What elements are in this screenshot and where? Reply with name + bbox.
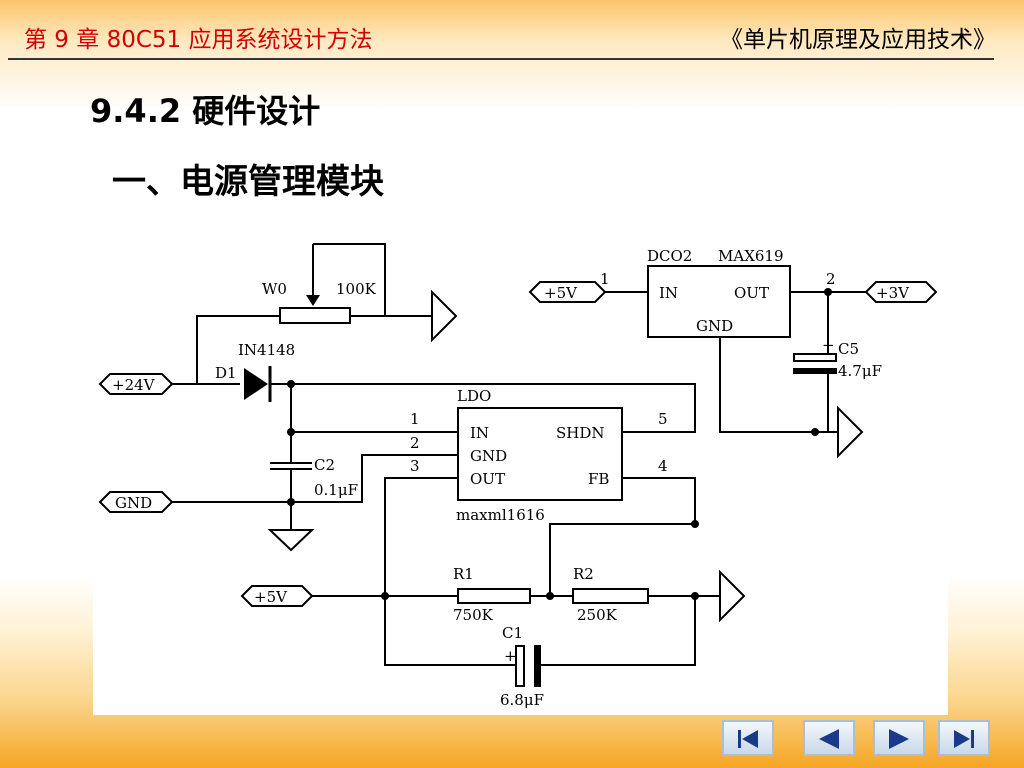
last-icon (954, 730, 974, 748)
previous-slide-button[interactable] (803, 720, 855, 756)
ground-symbols (267, 289, 864, 623)
ldo-pin-shdn: SHDN (556, 424, 605, 442)
label-c1-value: 6.8μF (500, 691, 544, 709)
capacitor-c1 (515, 645, 525, 687)
label-r1: R1 (453, 565, 474, 583)
label-d1: D1 (215, 364, 237, 382)
capacitor-c5 (793, 353, 837, 362)
wiper-arrow (306, 295, 320, 306)
diode-d1 (244, 368, 268, 400)
dc-pin-gnd: GND (696, 317, 733, 335)
max619-chip (647, 265, 791, 338)
circuit-diagram: W0 100K IN4148 D1 +24V GND C2 0.1μF LDO … (98, 243, 938, 709)
ldo-chip (457, 407, 623, 501)
pin-number-3: 3 (410, 457, 420, 475)
port-plus3v: +3V (876, 284, 910, 302)
potentiometer-w0 (279, 307, 351, 324)
label-c2-value: 0.1μF (314, 481, 358, 499)
first-slide-button[interactable] (722, 720, 774, 756)
chapter-title: 第 9 章 80C51 应用系统设计方法 (24, 27, 373, 53)
pin-number-2: 2 (410, 434, 420, 452)
label-r1-value: 750K (453, 606, 494, 624)
label-c1: C1 (502, 624, 523, 642)
label-100k: 100K (336, 280, 377, 298)
label-ldo: LDO (457, 387, 491, 405)
label-max619: MAX619 (718, 247, 784, 265)
c5-polarity: + (822, 336, 835, 354)
resistor-r2 (572, 588, 649, 604)
label-in4148: IN4148 (238, 341, 295, 359)
slide-header: 第 9 章 80C51 应用系统设计方法 《单片机原理及应用技术》 (0, 0, 1024, 62)
label-maxml1616: maxml1616 (456, 506, 545, 524)
ldo-pin-fb: FB (588, 470, 609, 488)
label-r2: R2 (573, 565, 594, 583)
section-heading: 9.4.2 硬件设计 (90, 92, 321, 130)
label-c5: C5 (838, 340, 859, 358)
c1-polarity: + (504, 647, 517, 665)
next-icon (889, 729, 909, 749)
pin-number-4: 4 (658, 457, 668, 475)
circuit-components (279, 265, 791, 604)
last-slide-button[interactable] (938, 720, 990, 756)
label-w0: W0 (262, 280, 287, 298)
junction-dots (287, 288, 832, 600)
book-title: 《单片机原理及应用技术》 (720, 27, 996, 53)
dc-pin-number-2: 2 (826, 270, 836, 288)
port-tags (98, 281, 938, 607)
dc-pin-in: IN (659, 284, 678, 302)
port-gnd: GND (115, 494, 152, 512)
power-management-schematic: W0 100K IN4148 D1 +24V GND C2 0.1μF LDO … (93, 232, 948, 715)
label-c2: C2 (314, 456, 335, 474)
label-dco2: DCO2 (647, 247, 692, 265)
ldo-pin-in: IN (470, 424, 489, 442)
ldo-pin-gnd: GND (470, 447, 507, 465)
next-slide-button[interactable] (873, 720, 925, 756)
pin-number-1: 1 (410, 410, 420, 428)
port-plus5v-top: +5V (544, 284, 578, 302)
previous-icon (819, 729, 839, 749)
resistor-r1 (457, 588, 531, 604)
dc-pin-out: OUT (734, 284, 769, 302)
first-icon (738, 730, 758, 748)
subsection-heading: 一、电源管理模块 (112, 162, 384, 202)
dc-pin-number-1: 1 (600, 270, 610, 288)
label-c5-value: 4.7μF (838, 362, 882, 380)
header-divider (8, 58, 994, 60)
ldo-pin-out: OUT (470, 470, 505, 488)
port-plus24v: +24V (112, 376, 156, 394)
port-plus5v-bottom: +5V (254, 588, 288, 606)
label-r2-value: 250K (577, 606, 618, 624)
pin-number-5: 5 (658, 410, 668, 428)
